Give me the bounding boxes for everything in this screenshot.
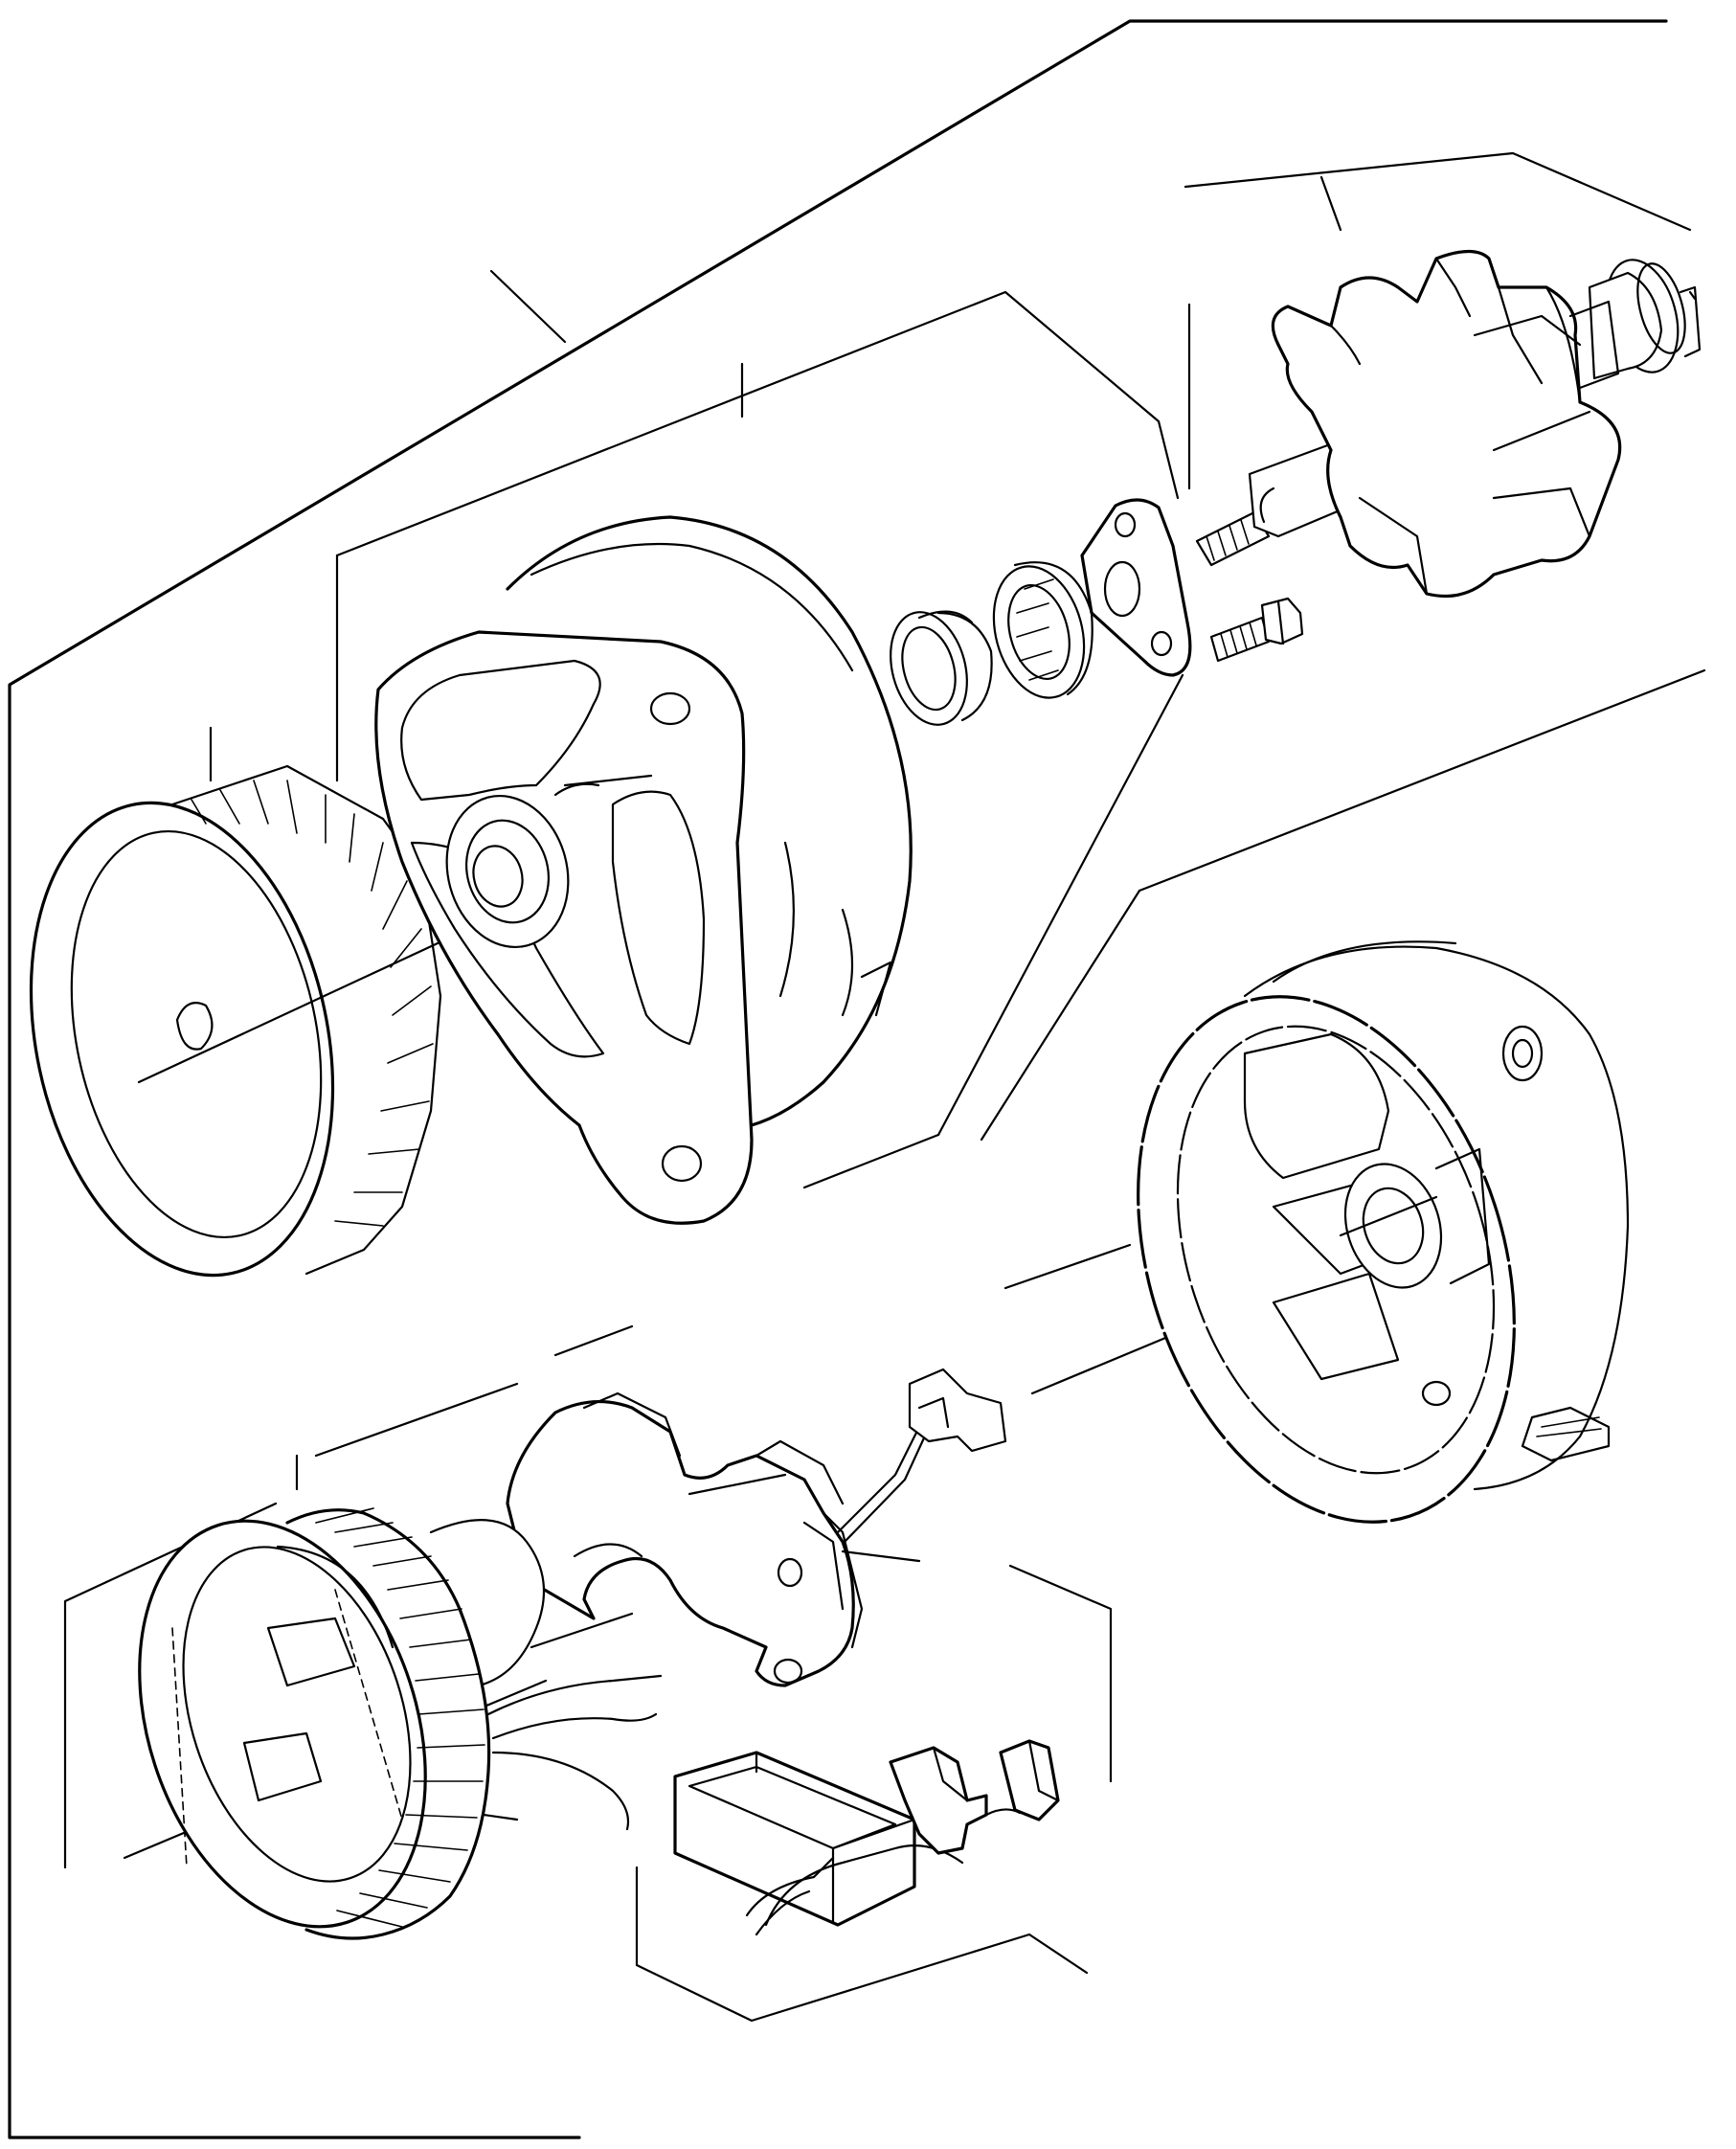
brushes [889,1739,1060,1855]
rectifier [673,1751,964,1936]
pulley-fan [29,764,481,1278]
retainer-plate [1080,498,1192,677]
bearing-spacer [890,610,993,726]
retainer-screw [1209,597,1304,663]
drive-end-housing [374,515,913,1225]
bearing [992,561,1093,699]
rotor [1195,249,1702,599]
slip-ring-end-housing [1137,940,1630,1524]
stator [138,1507,663,1940]
brush-holder [506,1368,1007,1687]
